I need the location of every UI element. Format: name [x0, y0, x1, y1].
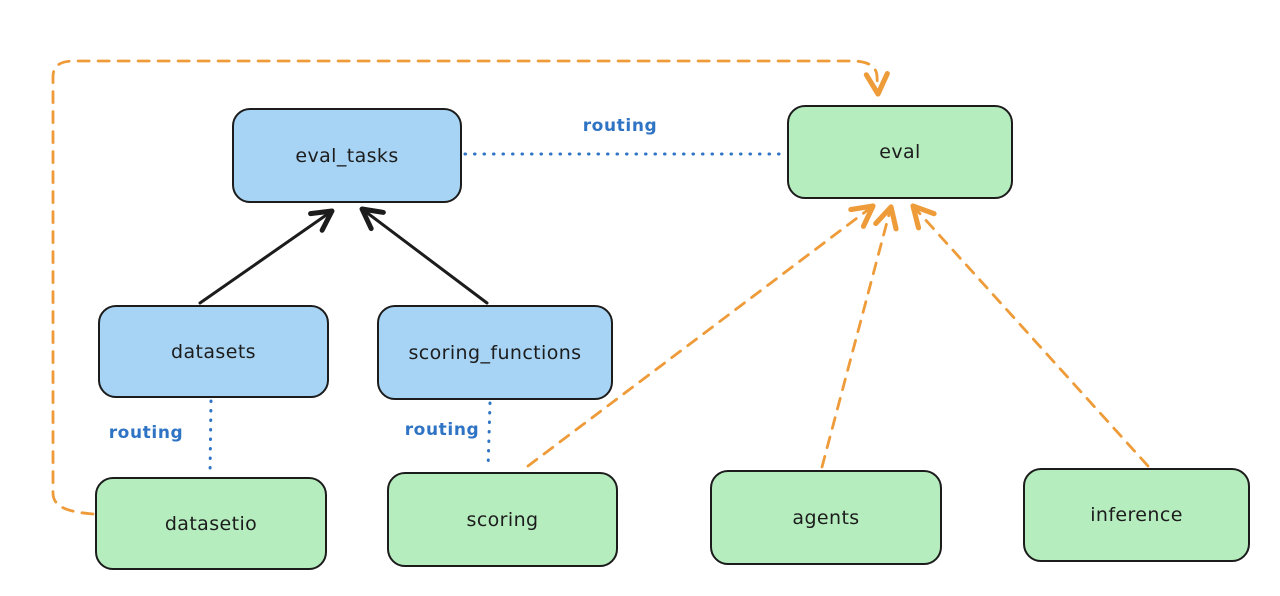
- node-scoring-label: scoring: [466, 508, 539, 531]
- node-agents-label: agents: [792, 506, 860, 529]
- edge-scoring-to-eval: [526, 203, 876, 468]
- edge-inference-to-eval: [910, 203, 1150, 468]
- node-scoring: scoring: [387, 472, 618, 567]
- node-datasets: datasets: [98, 305, 329, 398]
- edge-scoring_functions-to-eval_tasks: [359, 206, 489, 305]
- routing-label-eval-tasks-eval: routing: [582, 116, 658, 136]
- node-eval-tasks: eval_tasks: [232, 108, 462, 203]
- node-scoring-functions-label: scoring_functions: [408, 341, 582, 364]
- node-datasets-label: datasets: [171, 340, 256, 363]
- node-scoring-functions: scoring_functions: [377, 305, 613, 400]
- edge-datasets-to-datasetio-routing: [208, 399, 213, 476]
- node-eval-label: eval: [879, 141, 921, 163]
- node-datasetio-label: datasetio: [164, 512, 258, 535]
- node-datasetio: datasetio: [95, 477, 327, 570]
- node-inference-label: inference: [1090, 504, 1183, 526]
- routing-label-scoring-functions-scoring: routing: [404, 420, 480, 440]
- node-inference: inference: [1023, 468, 1250, 562]
- node-eval: eval: [787, 105, 1013, 199]
- edge-datasets-to-eval_tasks: [198, 208, 335, 305]
- edge-agents-to-eval: [820, 204, 899, 469]
- node-agents: agents: [710, 470, 942, 565]
- node-eval-tasks-label: eval_tasks: [295, 144, 399, 167]
- edge-scoring_functions-to-scoring-routing: [486, 401, 492, 471]
- routing-label-datasets-datasetio: routing: [108, 423, 184, 443]
- edge-datasetio-to-eval: [51, 59, 890, 516]
